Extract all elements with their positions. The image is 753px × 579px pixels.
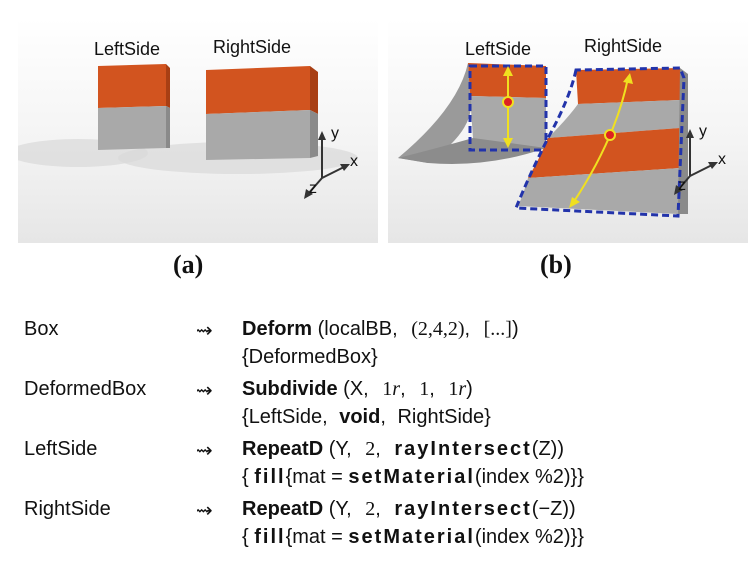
rule-3-line-2: { fill{mat = setMaterial(index %2)}} bbox=[242, 466, 584, 488]
left-box bbox=[98, 64, 170, 150]
left-side-label: LeftSide bbox=[94, 39, 160, 59]
rule-2-line-2: {LeftSide, void, RightSide} bbox=[242, 406, 491, 428]
rule-4-lhs: RightSide bbox=[24, 498, 111, 520]
right-deformed-shape bbox=[513, 66, 688, 218]
rule-2-lhs: DeformedBox bbox=[24, 378, 147, 400]
right-box bbox=[206, 66, 318, 160]
rule-1-arrow: ⇝ bbox=[196, 318, 213, 342]
figure-panel-b: LeftSide RightSide y x z bbox=[388, 18, 748, 243]
figure-panel-a: LeftSide RightSide y x z bbox=[18, 18, 378, 243]
rule-1-line-1: Deform (localBB, (2,4,2), [...]) bbox=[242, 318, 519, 340]
rule-2-arrow: ⇝ bbox=[196, 378, 213, 402]
axis-y-label: y bbox=[331, 125, 339, 142]
op-repeatd: RepeatD bbox=[242, 498, 324, 520]
rule-3-line-1: RepeatD (Y, 2, rayIntersect(Z)) bbox=[242, 438, 565, 460]
op-deform: Deform bbox=[242, 318, 313, 340]
rule-1-line-2: {DeformedBox} bbox=[242, 346, 378, 368]
left-deformed-shape bbox=[398, 63, 548, 164]
axis-y-label: y bbox=[699, 123, 707, 140]
axes-gizmo bbox=[677, 134, 715, 191]
rule-1-lhs: Box bbox=[24, 318, 59, 340]
rule-4-arrow: ⇝ bbox=[196, 498, 213, 522]
rule-4-line-1: RepeatD (Y, 2, rayIntersect(−Z)) bbox=[242, 498, 576, 520]
caption-a: (a) bbox=[173, 250, 204, 279]
axes-gizmo bbox=[307, 136, 347, 195]
rule-4-line-2: { fill{mat = setMaterial(index %2)}} bbox=[242, 526, 584, 548]
rule-2-line-1: Subdivide (X, 1r, 1, 1r) bbox=[242, 378, 473, 400]
right-side-label: RightSide bbox=[584, 36, 662, 56]
panel-b-render: LeftSide RightSide y x z bbox=[388, 18, 748, 243]
caption-b: (b) bbox=[540, 250, 572, 279]
axis-z-label: z bbox=[678, 177, 686, 194]
left-side-label: LeftSide bbox=[465, 39, 531, 59]
axis-z-label: z bbox=[309, 180, 317, 197]
op-subdivide: Subdivide bbox=[242, 378, 338, 400]
right-side-label: RightSide bbox=[213, 37, 291, 57]
rule-3-lhs: LeftSide bbox=[24, 438, 98, 460]
op-repeatd: RepeatD bbox=[242, 438, 324, 460]
rule-3-arrow: ⇝ bbox=[196, 438, 213, 462]
axis-x-label: x bbox=[350, 153, 358, 170]
axis-x-label: x bbox=[718, 151, 726, 168]
panel-a-render: LeftSide RightSide y x z bbox=[18, 18, 378, 243]
